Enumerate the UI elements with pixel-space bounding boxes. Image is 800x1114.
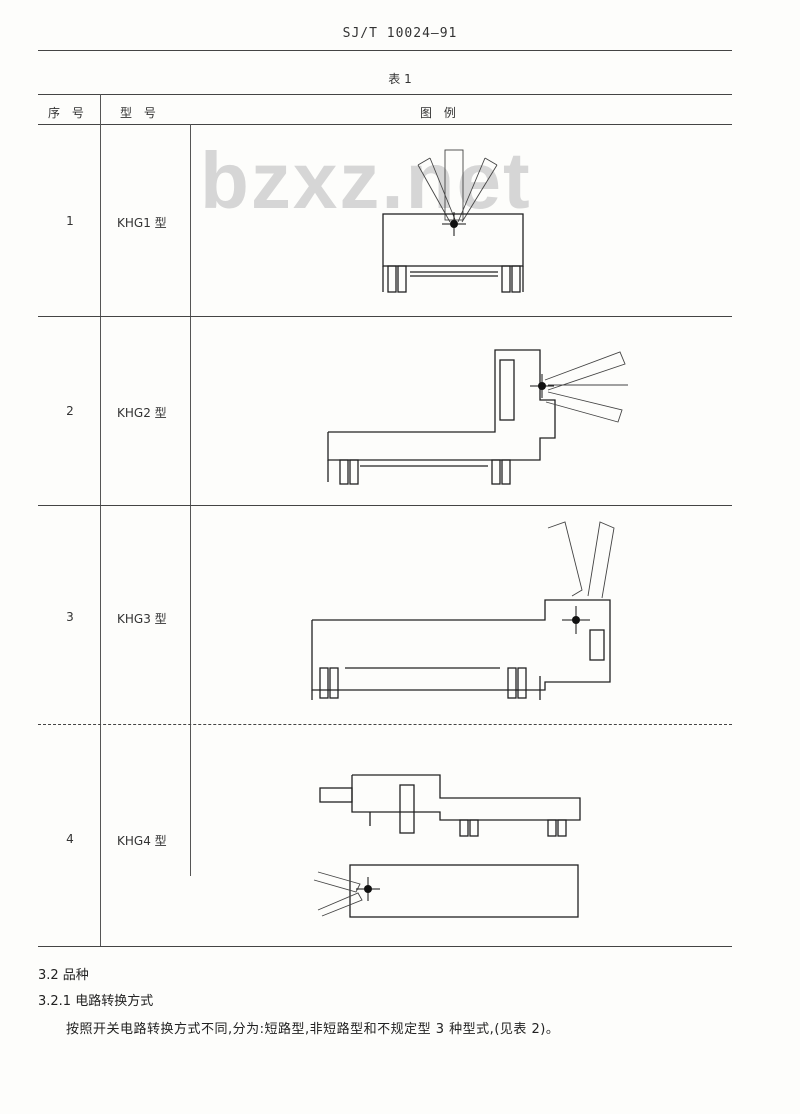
watermark: bzxz.net <box>200 136 532 225</box>
table-column-divider <box>190 124 191 876</box>
column-header-no: 序 号 <box>48 106 88 120</box>
row-divider <box>38 505 732 506</box>
header-rule <box>38 50 732 51</box>
row-number: 3 <box>66 610 74 624</box>
khg2-drawing <box>327 349 628 485</box>
table-bottom-rule <box>38 946 732 947</box>
model-label: KHG3 型 <box>117 612 167 626</box>
section-heading: 3.2 品种 <box>38 968 89 983</box>
table-header-rule <box>38 124 732 125</box>
standard-number: SJ/T 10024—91 <box>342 26 458 41</box>
row-number: 2 <box>66 404 74 418</box>
row-divider <box>38 724 732 725</box>
body-paragraph: 按照开关电路转换方式不同,分为:短路型,非短路型和不规定型 3 种型式,(见表 … <box>66 1022 560 1037</box>
model-label: KHG2 型 <box>117 406 167 420</box>
khg4-drawing <box>313 774 581 918</box>
table-top-rule <box>38 94 732 95</box>
table-caption: 表 1 <box>388 72 412 86</box>
model-label: KHG1 型 <box>117 216 167 230</box>
table-column-divider <box>100 94 101 946</box>
khg1-drawing <box>382 149 524 293</box>
row-divider <box>38 316 732 317</box>
model-label: KHG4 型 <box>117 834 167 848</box>
khg3-drawing <box>311 521 615 700</box>
column-header-model: 型 号 <box>120 106 160 120</box>
subsection-heading: 3.2.1 电路转换方式 <box>38 994 154 1009</box>
row-number: 1 <box>66 214 74 228</box>
column-header-figure: 图 例 <box>420 106 460 120</box>
row-number: 4 <box>66 832 74 846</box>
